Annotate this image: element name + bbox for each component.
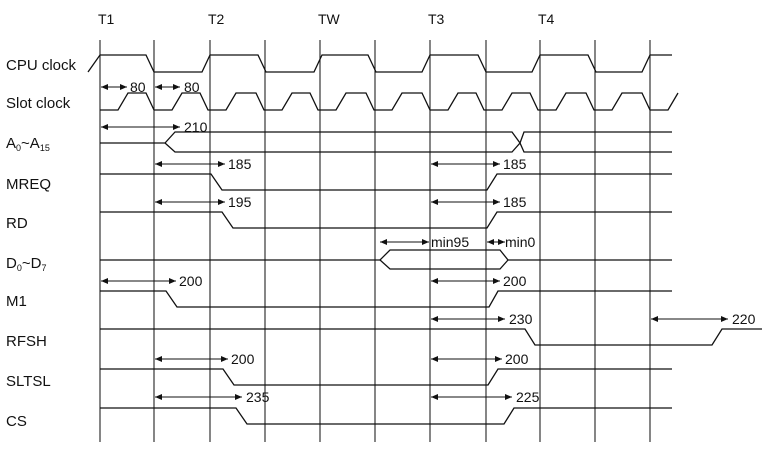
label-sltsl: SLTSL [6, 373, 51, 390]
label-rd: RD [6, 215, 28, 232]
timing-label: 200 [231, 351, 255, 367]
m1-wave [100, 290, 672, 308]
timing-label: 185 [503, 194, 527, 210]
phase-t1: T1 [98, 11, 115, 27]
timing-label: 80 [184, 79, 200, 95]
timing-label: 200 [179, 273, 203, 289]
label-mreq: MREQ [6, 176, 51, 193]
cs-wave [100, 407, 672, 425]
timing-label: 230 [509, 311, 533, 327]
rd-wave [100, 211, 672, 229]
phase-labels: T1 T2 TW T3 T4 [98, 11, 555, 27]
slot-clock-wave [100, 92, 679, 111]
timing-label: 225 [516, 389, 540, 405]
data-bus-wave [100, 249, 672, 270]
timing-labels: 80 80 210 185 185 195 185 min95 min0 200… [130, 79, 756, 405]
label-cpu-clock: CPU clock [6, 57, 77, 74]
timing-label: min0 [505, 234, 536, 250]
label-cs: CS [6, 413, 27, 430]
label-m1: M1 [6, 293, 27, 310]
timing-label: 210 [184, 119, 208, 135]
phase-tw: TW [318, 11, 341, 27]
timing-label: 220 [732, 311, 756, 327]
grid-lines [99, 40, 651, 442]
label-rfsh: RFSH [6, 333, 47, 350]
timing-label: 200 [503, 273, 527, 289]
phase-t4: T4 [538, 11, 555, 27]
sltsl-wave [100, 368, 672, 386]
rfsh-wave [100, 328, 762, 346]
timing-label: 80 [130, 79, 146, 95]
mreq-wave [100, 173, 672, 191]
label-address-bus: A0~A15 [6, 135, 50, 153]
timing-label: 185 [503, 156, 527, 172]
timing-label: 195 [228, 194, 252, 210]
timing-label: 235 [246, 389, 270, 405]
label-data-bus: D0~D7 [6, 255, 46, 273]
cpu-clock-wave [87, 54, 672, 73]
timing-label: 185 [228, 156, 252, 172]
timing-arrows [101, 84, 728, 400]
phase-t2: T2 [208, 11, 225, 27]
label-slot-clock: Slot clock [6, 95, 71, 112]
timing-label: min95 [431, 234, 469, 250]
signal-labels: CPU clock Slot clock A0~A15 MREQ RD D0~D… [6, 57, 77, 430]
timing-label: 200 [505, 351, 529, 367]
phase-t3: T3 [428, 11, 445, 27]
address-bus-wave [100, 131, 672, 153]
